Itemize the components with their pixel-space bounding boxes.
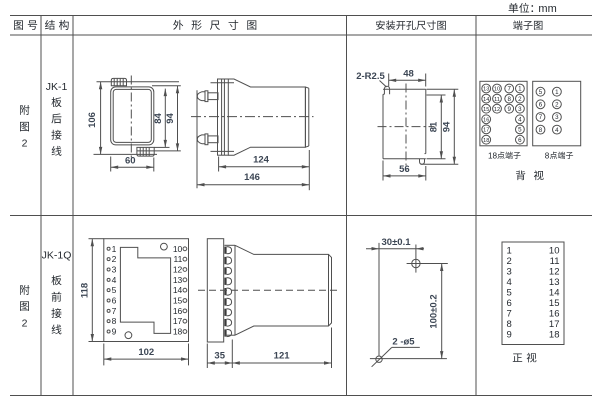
- svg-text:mm: mm: [538, 3, 556, 15]
- svg-text:94: 94: [165, 113, 176, 124]
- svg-text:1: 1: [112, 244, 117, 254]
- svg-text:17: 17: [483, 128, 489, 134]
- svg-text:8: 8: [507, 96, 511, 103]
- svg-text:7: 7: [539, 114, 543, 121]
- svg-text:1: 1: [507, 246, 512, 257]
- svg-text:106: 106: [87, 112, 98, 128]
- svg-text:17: 17: [173, 316, 183, 326]
- svg-text:18: 18: [173, 327, 183, 337]
- svg-text:15: 15: [483, 107, 489, 113]
- svg-text:48: 48: [403, 69, 414, 80]
- svg-text:2: 2: [518, 96, 522, 103]
- svg-text:2: 2: [507, 256, 512, 267]
- svg-text:94: 94: [442, 121, 453, 132]
- svg-text:18: 18: [549, 330, 560, 341]
- svg-text:30±0.1: 30±0.1: [382, 237, 412, 248]
- svg-text:10: 10: [549, 246, 560, 257]
- svg-text:2: 2: [555, 102, 559, 109]
- svg-text:5: 5: [112, 285, 117, 295]
- svg-text:3: 3: [112, 264, 117, 274]
- svg-text:4: 4: [518, 117, 522, 124]
- svg-text:3: 3: [555, 114, 559, 121]
- svg-text:5: 5: [539, 89, 543, 96]
- svg-text:5: 5: [507, 288, 512, 299]
- svg-text:11: 11: [173, 254, 182, 264]
- svg-text:121: 121: [274, 351, 291, 362]
- svg-text:4: 4: [112, 275, 117, 285]
- svg-text:56: 56: [399, 164, 410, 175]
- svg-text:6: 6: [518, 137, 522, 144]
- svg-text:4: 4: [507, 277, 512, 288]
- svg-text:9: 9: [507, 106, 511, 113]
- svg-text:12: 12: [173, 264, 183, 274]
- svg-text:81: 81: [429, 121, 440, 132]
- svg-text:8: 8: [539, 127, 543, 134]
- svg-text:13: 13: [483, 87, 489, 93]
- svg-text:2-R2.5: 2-R2.5: [356, 71, 385, 82]
- svg-text:4: 4: [555, 127, 559, 134]
- svg-text:5: 5: [518, 127, 522, 134]
- svg-text:18: 18: [488, 151, 498, 160]
- svg-text:7: 7: [507, 86, 511, 93]
- svg-text:12: 12: [494, 107, 500, 113]
- svg-text:10: 10: [173, 244, 183, 254]
- svg-text:6: 6: [507, 298, 512, 309]
- svg-text:16: 16: [173, 306, 183, 316]
- svg-text:14: 14: [483, 97, 489, 103]
- svg-text:146: 146: [244, 172, 260, 183]
- svg-text:3: 3: [507, 267, 512, 278]
- svg-text:6: 6: [112, 296, 117, 306]
- svg-text:18: 18: [483, 138, 489, 144]
- svg-text:JK-1Q: JK-1Q: [42, 250, 72, 262]
- svg-text:14: 14: [173, 285, 183, 295]
- svg-text:8: 8: [545, 151, 550, 160]
- svg-text:7: 7: [112, 306, 117, 316]
- svg-text:9: 9: [507, 330, 512, 341]
- svg-text:124: 124: [253, 154, 270, 165]
- svg-text:16: 16: [549, 309, 560, 320]
- svg-text:1: 1: [555, 89, 559, 96]
- svg-text:2: 2: [112, 254, 117, 264]
- svg-text:13: 13: [549, 277, 560, 288]
- svg-text:10: 10: [494, 87, 500, 93]
- svg-text:100±0.2: 100±0.2: [429, 294, 440, 328]
- svg-text:12: 12: [549, 267, 560, 278]
- svg-text:6: 6: [539, 102, 543, 109]
- svg-text:14: 14: [549, 288, 560, 299]
- svg-text:102: 102: [138, 347, 154, 358]
- svg-text:8: 8: [112, 316, 117, 326]
- svg-text:13: 13: [173, 275, 183, 285]
- svg-text:11: 11: [550, 256, 560, 267]
- svg-text:17: 17: [549, 319, 560, 330]
- svg-text:8: 8: [507, 319, 512, 330]
- svg-text:3: 3: [518, 106, 522, 113]
- svg-text:84: 84: [153, 113, 164, 124]
- svg-text:60: 60: [125, 155, 136, 166]
- svg-text:JK-1: JK-1: [46, 81, 68, 93]
- svg-text:11: 11: [494, 97, 500, 103]
- svg-text:118: 118: [80, 283, 91, 298]
- svg-text:16: 16: [483, 118, 489, 124]
- svg-text:15: 15: [549, 298, 560, 309]
- svg-text:35: 35: [214, 351, 225, 362]
- svg-text:2: 2: [22, 318, 28, 330]
- svg-text:15: 15: [173, 296, 183, 306]
- svg-text:1: 1: [518, 86, 522, 93]
- svg-text:7: 7: [507, 309, 512, 320]
- svg-text:9: 9: [112, 327, 117, 337]
- svg-text:2 -ø5: 2 -ø5: [392, 336, 415, 347]
- svg-text:2: 2: [22, 138, 28, 150]
